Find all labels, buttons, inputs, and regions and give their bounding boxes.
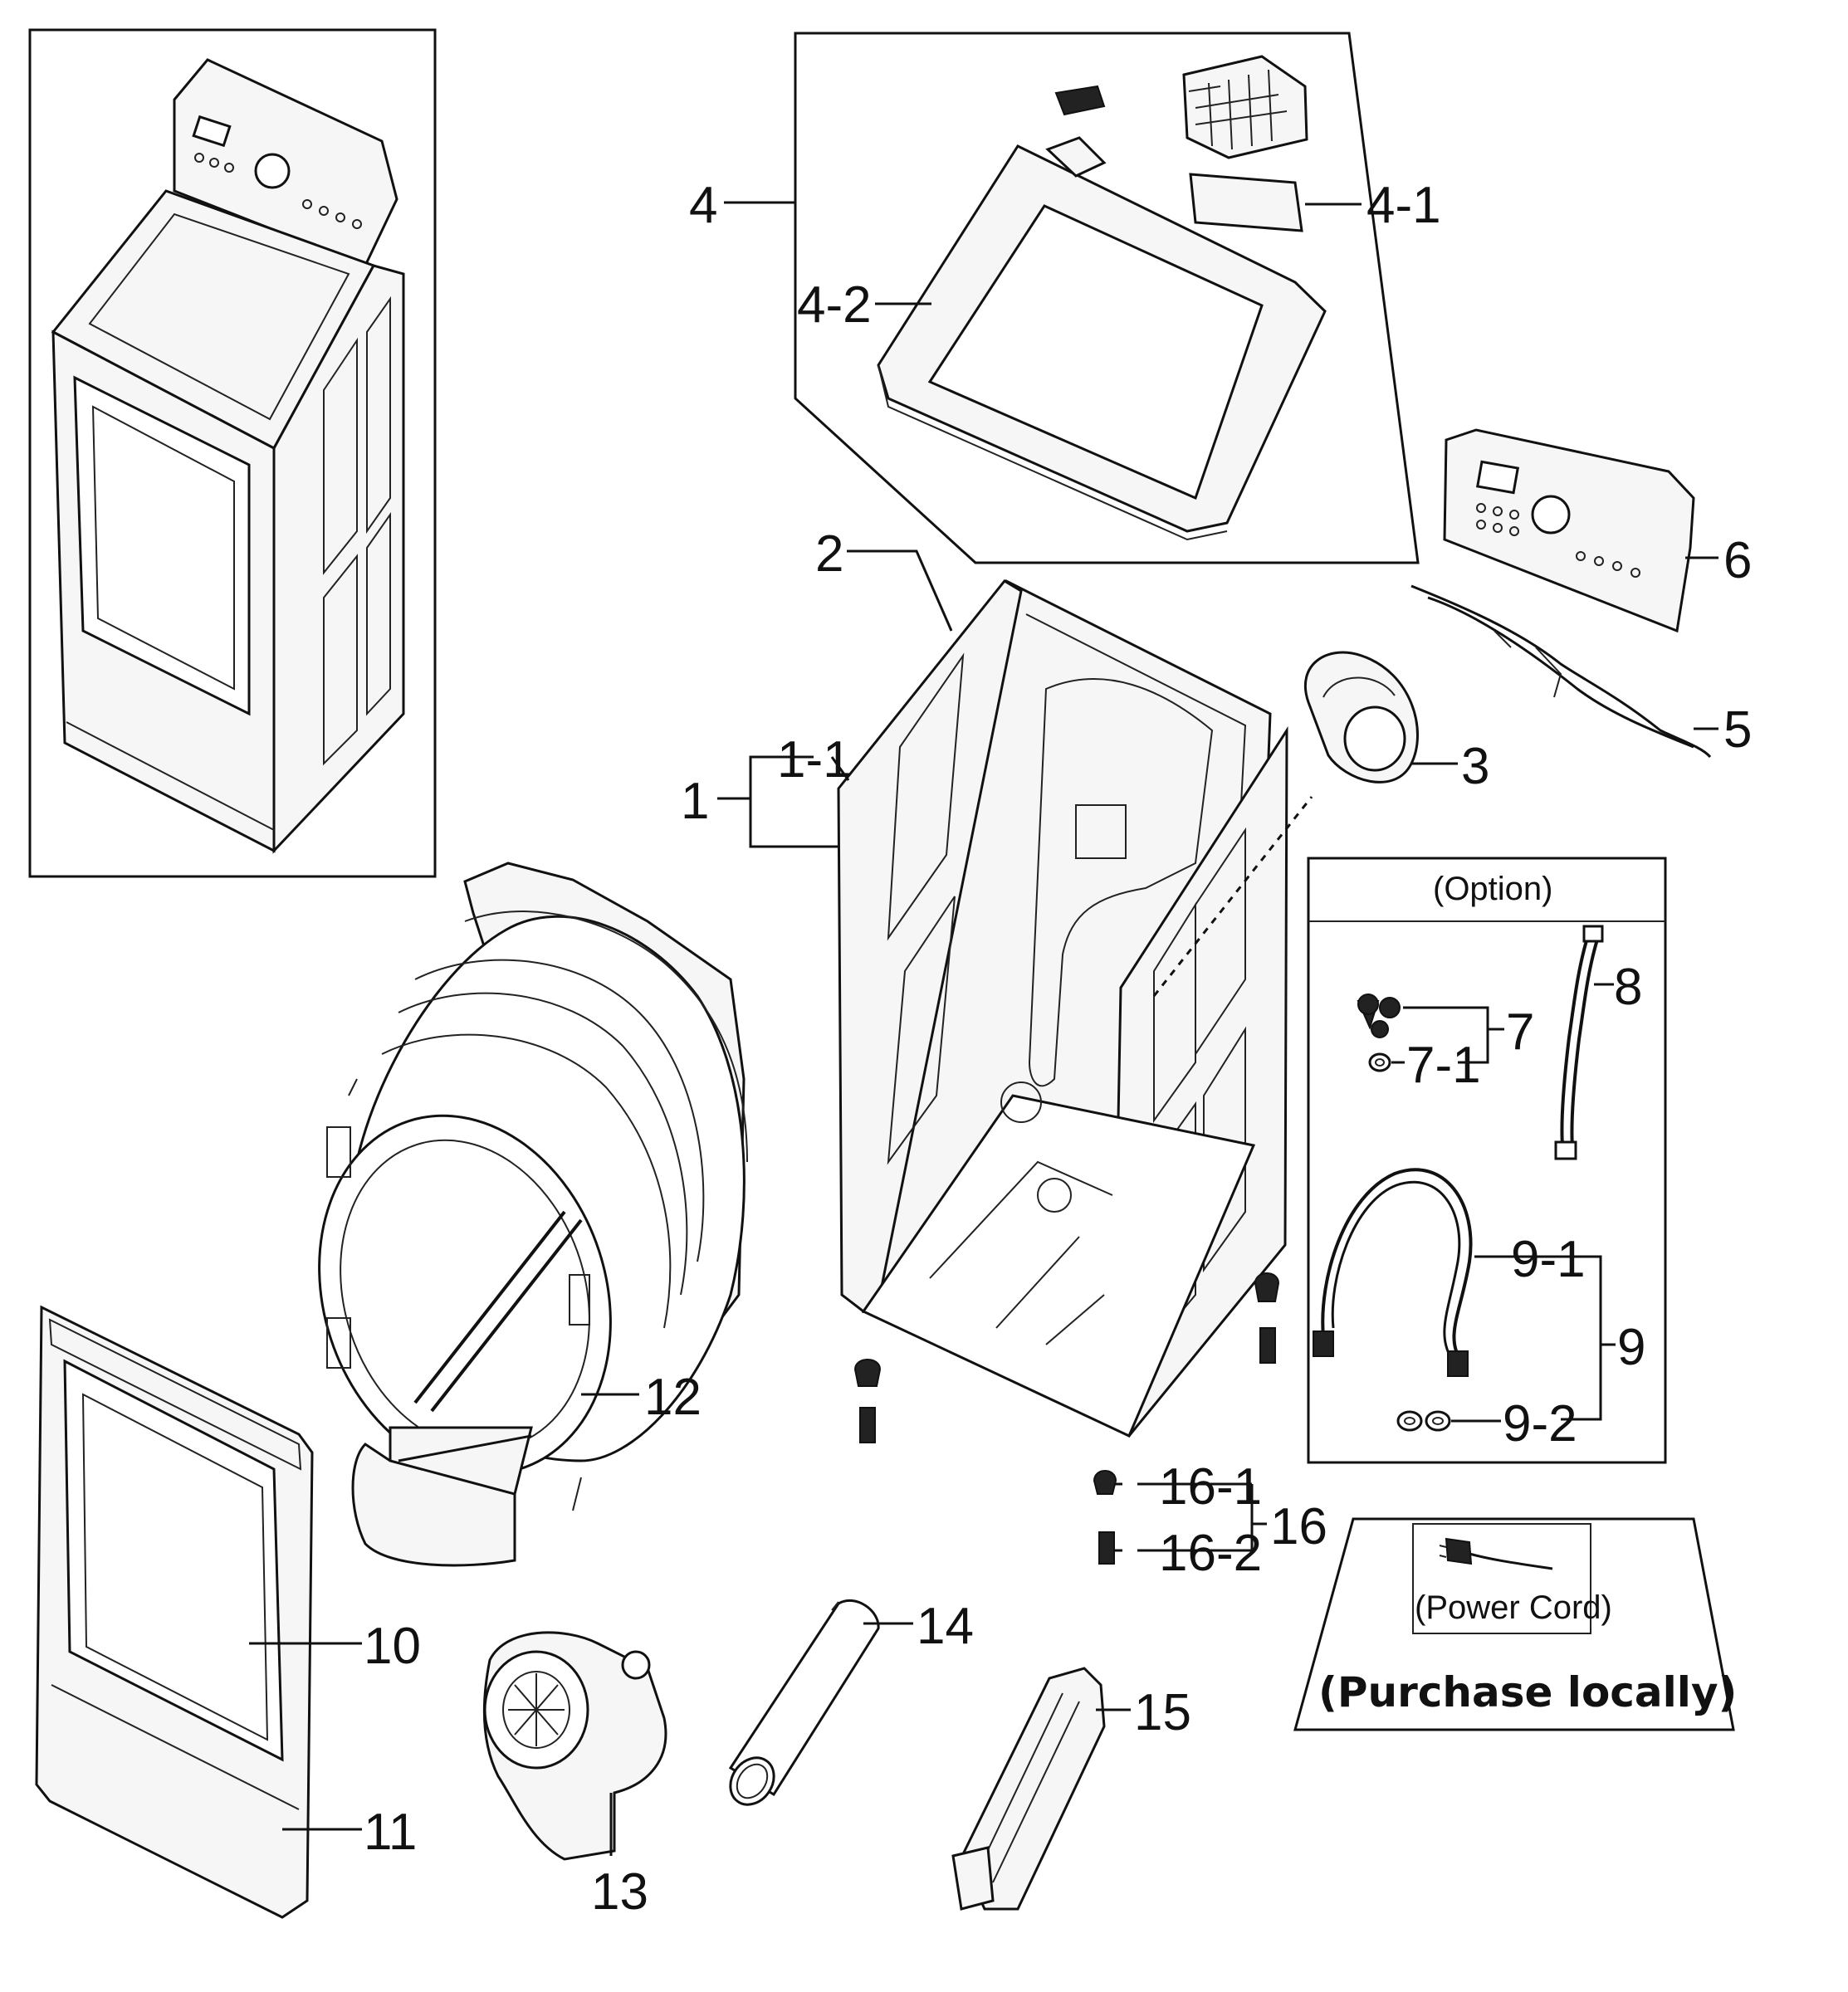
callout-1: 1 [681,773,709,830]
callout-8: 8 [1614,959,1642,1016]
wire-harness-part [1410,584,1712,759]
callout-16-1: 16-1 [1159,1458,1262,1516]
top-panel-group [794,32,1420,564]
power-cord-label: (Power Cord) [1415,1589,1612,1626]
callout-labels: 4 4-1 4-2 2 6 5 1-1 1 3 (Option) 8 7 7-1… [364,177,1752,1921]
callout-13: 13 [591,1863,648,1921]
callout-3: 3 [1461,738,1489,795]
blower-assembly-part [482,1631,667,1861]
assembled-dryer-frame [28,28,437,878]
callout-16: 16 [1270,1498,1327,1555]
callout-4-1: 4-1 [1366,177,1441,234]
callout-12: 12 [644,1369,702,1426]
callout-9: 9 [1617,1319,1645,1376]
power-cord-box [1293,1517,1735,1731]
callout-15: 15 [1134,1684,1191,1741]
leveling-foot-part [1093,1470,1117,1565]
callout-16-2: 16-2 [1159,1525,1262,1582]
exhaust-duct-part [1303,651,1419,784]
callout-1-1: 1-1 [777,731,852,788]
callout-5: 5 [1723,701,1752,759]
heater-assembly-part [951,1667,1106,1911]
control-panel-part [1443,428,1695,633]
callout-7: 7 [1506,1003,1534,1061]
power-cord-frame [1293,1517,1735,1731]
callout-4-2: 4-2 [797,276,872,334]
callout-6: 6 [1723,532,1752,589]
assembled-dryer-illustration [51,58,405,854]
top-cover-illustration [877,55,1327,541]
purchase-locally-note: (Purchase locally) [1318,1668,1737,1716]
callout-9-1: 9-1 [1511,1231,1586,1288]
front-panel-part [35,1305,314,1919]
exhaust-pipe-part [728,1599,880,1806]
power-cord-icon [1439,1537,1553,1570]
cabinet-part [837,579,1288,1443]
option-title: (Option) [1433,871,1553,907]
cabinet-to-duct-dashed-line [1152,796,1313,997]
callout-2: 2 [815,525,843,583]
drum-assembly-part [318,862,748,1567]
callout-7-1: 7-1 [1406,1037,1481,1094]
leader-lines [249,201,1718,1856]
option-box-frame [1307,857,1667,1464]
assembled-dryer-panel [28,28,437,878]
top-panel-group-frame [794,32,1420,564]
callout-4: 4 [689,177,717,234]
callout-9-2: 9-2 [1503,1395,1577,1452]
power-cord-inner-frame [1412,1523,1591,1634]
option-box [1307,857,1667,1464]
callout-14: 14 [917,1598,974,1655]
callout-10: 10 [364,1618,421,1675]
callout-11: 11 [364,1804,417,1861]
